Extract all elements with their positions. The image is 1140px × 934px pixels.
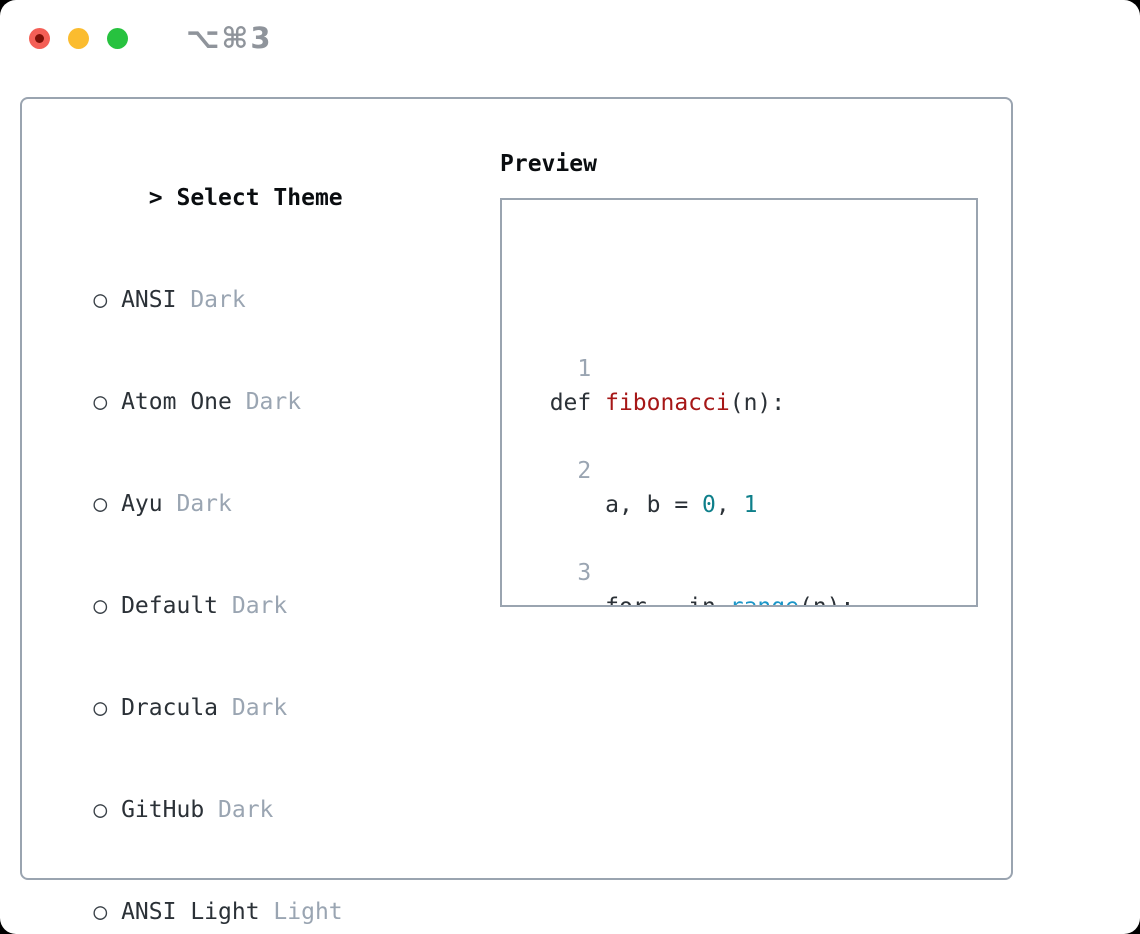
option-tag: Dark (231, 389, 302, 415)
code-token: 0 (702, 492, 716, 518)
theme-option-atom-one[interactable]: ○ Atom One Dark (38, 351, 500, 453)
line-number: 1 (577, 356, 592, 382)
line-number: 2 (577, 458, 592, 484)
theme-selector-panel: >Select Theme ○ANSI Dark ○Atom One Dark … (20, 97, 1013, 925)
option-tag: Dark (218, 593, 288, 619)
theme-option-ansi[interactable]: ○ ANSI Dark (38, 249, 500, 351)
option-tag: Dark (218, 695, 288, 721)
option-tag: Dark (204, 797, 274, 823)
code-token: (n): (729, 390, 786, 416)
radio-icon: ○ (93, 695, 108, 721)
radio-icon: ○ (93, 287, 108, 313)
code-token: a, b = (549, 492, 703, 518)
code-token: fibonacci (605, 390, 730, 416)
close-button[interactable] (29, 27, 50, 49)
radio-icon: ○ (93, 491, 108, 517)
option-label: Atom One (121, 389, 232, 415)
option-tag: Light (259, 899, 343, 925)
zoom-button[interactable] (107, 27, 128, 49)
option-label: Dracula (121, 695, 219, 721)
code-token: 1 (743, 492, 758, 518)
option-label: GitHub (121, 797, 205, 823)
option-label: ANSI Light (121, 899, 260, 925)
option-label: ANSI (121, 287, 177, 313)
select-theme-title: Select Theme (176, 185, 343, 211)
code-token: , (715, 492, 744, 518)
theme-option-default[interactable]: ○ Default Dark (38, 555, 500, 657)
preview-title: Preview (500, 151, 597, 177)
radio-icon: ○ (93, 899, 108, 925)
titlebar: ⌥⌘3 (0, 0, 1140, 76)
radio-icon: ○ (93, 389, 108, 415)
code-line: 1 def fibonacci(n): (522, 318, 966, 420)
radio-icon: ○ (93, 797, 108, 823)
theme-option-dracula[interactable]: ○ Dracula Dark (38, 657, 500, 759)
theme-option-github[interactable]: ○ GitHub Dark (38, 759, 500, 861)
radio-icon: ○ (93, 593, 108, 619)
prompt-icon: > (148, 185, 163, 211)
code-token: range (729, 594, 799, 607)
code-token: for _ in (549, 594, 730, 607)
window-shortcut-label: ⌥⌘3 (186, 21, 273, 55)
preview-box: 1 def fibonacci(n): 2 a, b = 0, 1 3 for … (500, 198, 978, 607)
line-number: 3 (577, 560, 592, 586)
code-token: (n): (798, 594, 855, 607)
option-label: Default (121, 593, 219, 619)
preview-column: Preview 1 def fibonacci(n): 2 a, b = 0, … (500, 147, 987, 878)
theme-list-column: >Select Theme ○ANSI Dark ○Atom One Dark … (38, 147, 500, 925)
code-line: 2 a, b = 0, 1 (522, 420, 966, 522)
option-label: Ayu (121, 491, 163, 517)
code-token: def (549, 390, 606, 416)
option-tag: Dark (162, 491, 232, 517)
theme-option-ayu[interactable]: ○ Ayu Dark (38, 453, 500, 555)
option-tag: Dark (176, 287, 246, 313)
select-theme-header: > Select Theme (38, 147, 500, 249)
theme-list: ○ ANSI Dark ○ Atom One Dark ○ Ayu Dark ○ Def… (38, 249, 500, 934)
code-preview: 1 def fibonacci(n): 2 a, b = 0, 1 3 for … (522, 318, 966, 607)
theme-option-ansi-light[interactable]: ○ ANSI Light Light (38, 861, 500, 934)
code-line: 3 for _ in range(n): (522, 522, 966, 607)
minimize-button[interactable] (68, 27, 89, 49)
